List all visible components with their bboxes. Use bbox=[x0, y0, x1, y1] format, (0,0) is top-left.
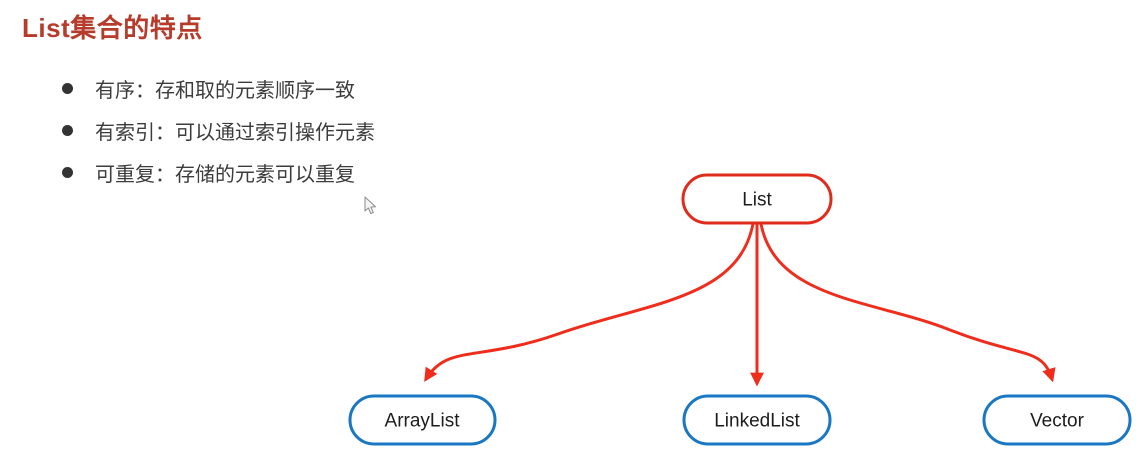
feature-text-ordered: 有序：存和取的元素顺序一致 bbox=[95, 79, 355, 102]
node-list: List bbox=[681, 173, 833, 225]
feature-text-duplicable: 可重复：存储的元素可以重复 bbox=[95, 163, 355, 186]
page-title: List集合的特点 bbox=[22, 13, 203, 43]
edge-list-to-vector bbox=[759, 222, 1056, 383]
node-linkedlist-label: LinkedList bbox=[714, 411, 800, 432]
node-vector: Vector bbox=[982, 394, 1132, 446]
node-linkedlist: LinkedList bbox=[682, 394, 832, 446]
bullet-icon bbox=[62, 166, 73, 178]
node-arraylist-shape bbox=[348, 394, 497, 446]
mouse-pointer-icon bbox=[364, 196, 376, 214]
node-arraylist-label: ArrayList bbox=[385, 411, 461, 432]
node-linkedlist-shape bbox=[682, 394, 832, 446]
feature-text-indexed: 有索引：可以通过索引操作元素 bbox=[95, 121, 375, 144]
bullet-icon bbox=[62, 124, 73, 136]
node-list-shape bbox=[681, 173, 833, 225]
list-item: 有索引：可以通过索引操作元素 bbox=[62, 118, 375, 144]
list-item: 可重复：存储的元素可以重复 bbox=[62, 160, 375, 186]
edge-list-to-arraylist bbox=[424, 222, 755, 382]
node-arraylist: ArrayList bbox=[348, 394, 497, 446]
bullet-icon bbox=[62, 82, 73, 94]
node-list-label: List bbox=[742, 190, 772, 211]
list-item: 有序：存和取的元素顺序一致 bbox=[62, 76, 375, 102]
node-vector-shape bbox=[982, 394, 1132, 446]
node-vector-label: Vector bbox=[1030, 411, 1085, 432]
feature-list: 有序：存和取的元素顺序一致 有索引：可以通过索引操作元素 可重复：存储的元素可以… bbox=[62, 76, 375, 202]
